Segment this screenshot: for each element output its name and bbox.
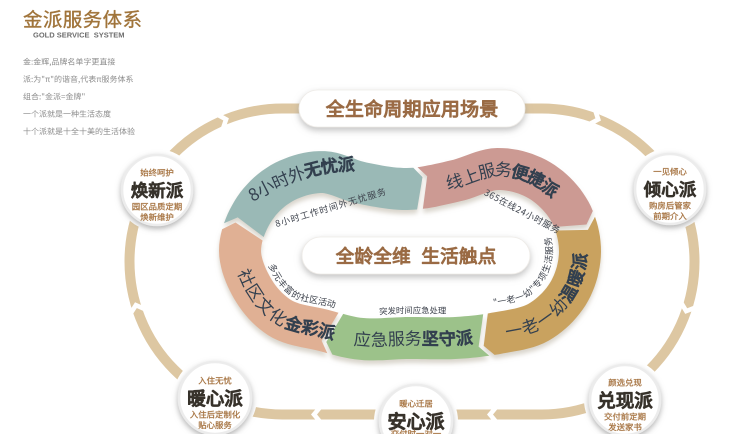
- svg-text:GOLD SERVICE SYSTEM: GOLD SERVICE SYSTEM: [33, 31, 125, 40]
